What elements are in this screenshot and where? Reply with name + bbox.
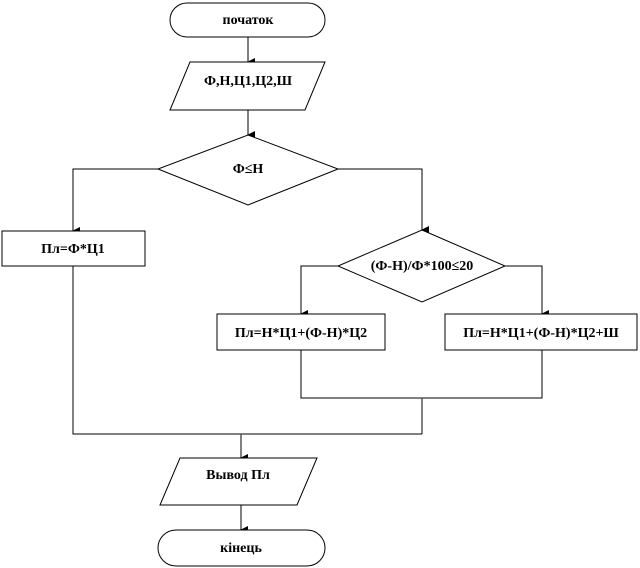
decision-2: (Ф-Н)/Ф*100≤20 [336,229,507,303]
process-1-label: Пл=Ф*Ц1 [41,242,105,257]
merge-line-inner [300,350,543,399]
arrow-cond2-no [505,265,549,318]
arrow-cond1-yes [72,168,158,235]
decision-1: Ф≤Н [156,134,340,206]
process-2: Пл=Н*Ц1+(Ф-Н)*Ц2 [216,313,386,351]
output-parallelogram: Вывод Пл [159,457,318,506]
input-label: Ф,Н,Ц1,Ц2,Ш [204,74,293,89]
decision-1-label: Ф≤Н [233,162,264,177]
start-label: початок [223,13,275,28]
arrow-cond1-no [338,168,429,234]
end-label: кінець [220,541,262,556]
arrow-cond2-yes [300,265,338,318]
output-label: Вывод Пл [206,468,270,483]
decision-2-label: (Ф-Н)/Ф*100≤20 [371,259,474,274]
start-terminator: початок [169,2,326,38]
process-1: Пл=Ф*Ц1 [1,230,146,267]
process-3-label: Пл=Н*Ц1+(Ф-Н)*Ц2+Ш [463,326,619,341]
process-3: Пл=Н*Ц1+(Ф-Н)*Ц2+Ш [444,313,638,351]
end-terminator: кінець [157,529,326,567]
input-parallelogram: Ф,Н,Ц1,Ц2,Ш [169,61,326,111]
process-2-label: Пл=Н*Ц1+(Ф-Н)*Ц2 [235,326,367,341]
merge-line-outer [72,266,422,435]
connectors [72,37,549,534]
